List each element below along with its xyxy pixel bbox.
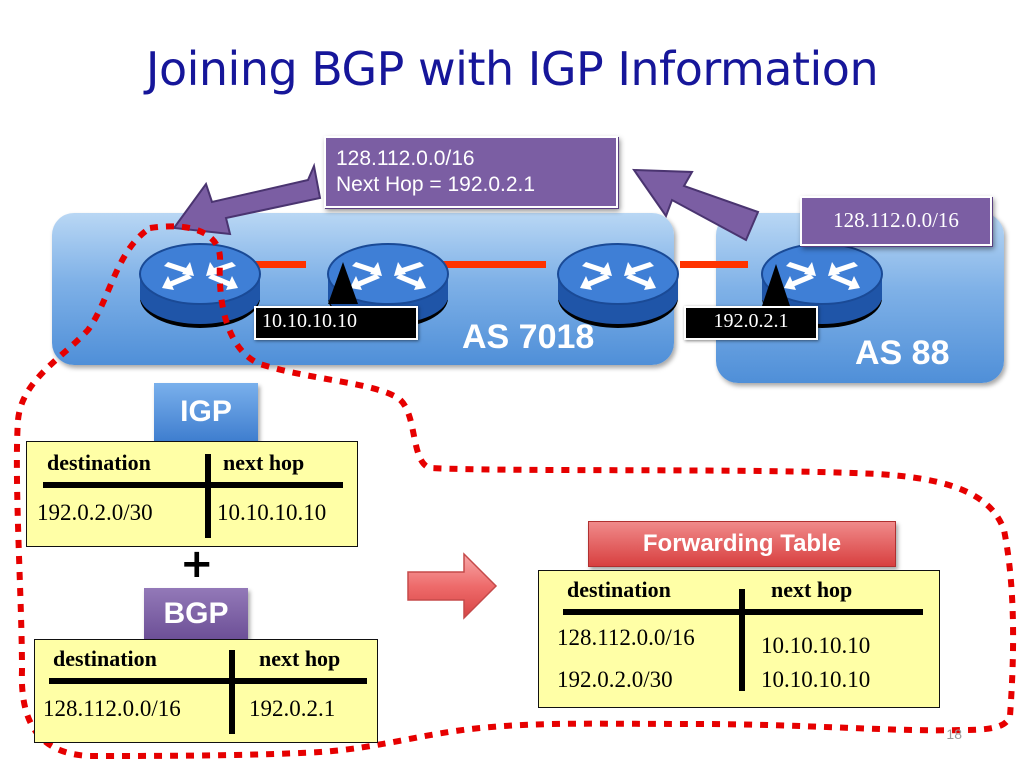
- forwarding-table-label: Forwarding Table: [588, 521, 896, 567]
- advertisement-arrow-right-icon: [632, 168, 760, 242]
- bgp-header-next-hop: next hop: [259, 646, 341, 671]
- bgp-header-destination: destination: [53, 646, 157, 671]
- bgp-table: destination next hop 128.112.0.0/16 192.…: [34, 639, 378, 743]
- forwarding-table-vrule: [739, 589, 745, 691]
- igp-row-destination: 192.0.2.0/30: [37, 500, 153, 525]
- bgp-row-destination: 128.112.0.0/16: [43, 696, 181, 721]
- bgp-label: BGP: [144, 588, 248, 640]
- igp-table: destination next hop 192.0.2.0/30 10.10.…: [26, 441, 358, 547]
- forwarding-header-next-hop: next hop: [771, 577, 853, 602]
- forwarding-row-1-destination: 128.112.0.0/16: [557, 625, 695, 650]
- callout-prefix: 128.112.0.0/16: [336, 147, 475, 170]
- forwarding-table: destination next hop 128.112.0.0/16 10.1…: [538, 570, 940, 708]
- forwarding-row-2-next-hop: 10.10.10.10: [761, 667, 871, 692]
- igp-header-destination: destination: [47, 450, 151, 475]
- link-router2-router3: [376, 261, 546, 268]
- plus-sign: +: [180, 541, 214, 587]
- pointer-triangle-icon: [762, 264, 790, 306]
- forwarding-row-1-next-hop: 10.10.10.10: [761, 633, 871, 658]
- igp-label: IGP: [154, 383, 258, 441]
- igp-header-next-hop: next hop: [223, 450, 305, 475]
- page-number: 18: [946, 726, 962, 742]
- forwarding-row-2-destination: 192.0.2.0/30: [557, 667, 673, 692]
- pointer-triangle-icon: [328, 262, 358, 304]
- router-icon: [557, 243, 679, 328]
- forwarding-header-destination: destination: [567, 577, 671, 602]
- bgp-advertisement-callout: 128.112.0.0/16 Next Hop = 192.0.2.1: [324, 136, 618, 208]
- combine-arrow-icon: [407, 552, 498, 620]
- callout-next-hop: Next Hop = 192.0.2.1: [336, 173, 536, 196]
- igp-table-vrule: [205, 454, 211, 538]
- bgp-row-next-hop: 192.0.2.1: [249, 696, 336, 721]
- ip-tag-192-0-2-1: 192.0.2.1: [684, 306, 818, 340]
- router-icon: [139, 243, 261, 328]
- as-88-label: AS 88: [855, 334, 950, 372]
- as-7018-label: AS 7018: [462, 318, 595, 356]
- bgp-table-vrule: [229, 650, 235, 734]
- as88-prefix-callout: 128.112.0.0/16: [800, 196, 992, 246]
- router-icon: [761, 243, 883, 328]
- link-router3-router4: [680, 261, 748, 268]
- ip-tag-10-10-10-10: 10.10.10.10: [254, 306, 418, 340]
- slide-title: Joining BGP with IGP Information: [145, 42, 879, 96]
- igp-table-hrule: [43, 482, 343, 488]
- bgp-table-hrule: [49, 678, 367, 684]
- igp-row-next-hop: 10.10.10.10: [217, 500, 327, 525]
